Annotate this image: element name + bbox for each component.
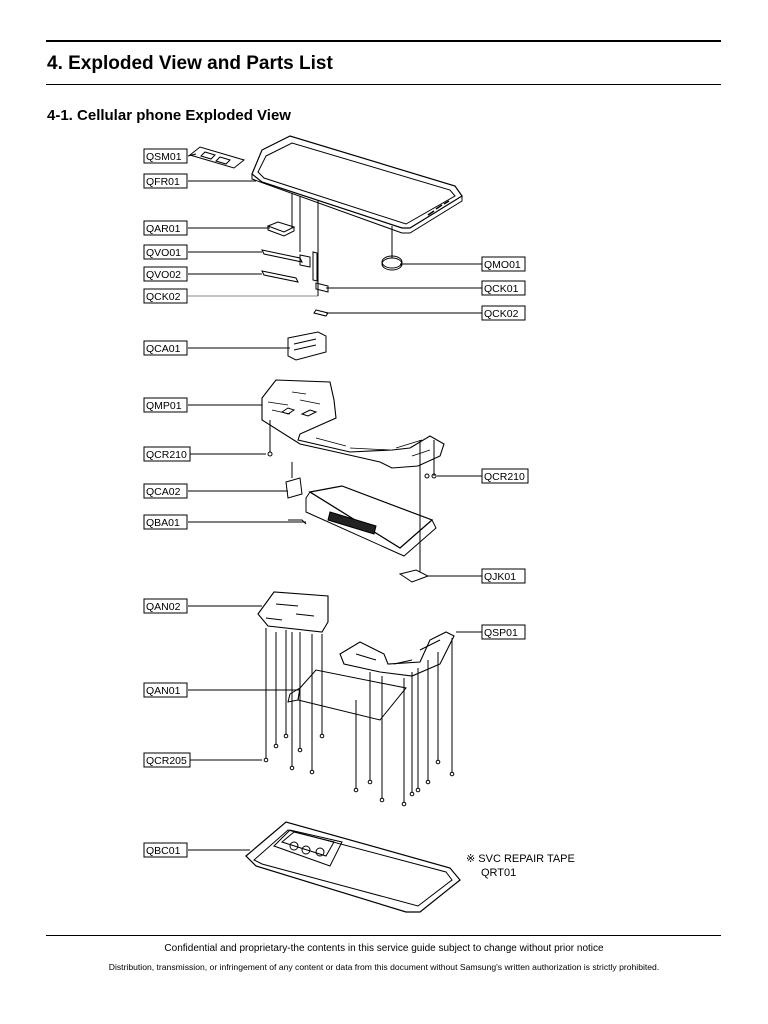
- volume-key-parts: [261, 249, 318, 283]
- callout-qjk01: QJK01: [481, 568, 526, 584]
- callout-qar01: QAR01: [143, 220, 188, 236]
- svg-text:QCA02: QCA02: [146, 486, 181, 498]
- svg-text:QAN01: QAN01: [146, 685, 181, 697]
- callout-qck02-left: QCK02: [143, 288, 188, 304]
- motor-part: [381, 255, 403, 271]
- svg-text:QMO01: QMO01: [484, 259, 521, 271]
- leader-lines-middle: [188, 347, 482, 577]
- svg-text:QCR205: QCR205: [146, 755, 187, 767]
- upper-antenna-module: [257, 591, 329, 633]
- svg-text:QFR01: QFR01: [146, 176, 180, 188]
- footer-confidential-notice: Confidential and proprietary-the content…: [164, 943, 604, 954]
- main-pcb-part: [261, 379, 445, 469]
- callout-qbc01: QBC01: [143, 842, 188, 858]
- callout-qfr01: QFR01: [143, 173, 188, 189]
- callout-labels: QSM01 QFR01 QAR01 QVO01 QVO02 QCK02 QMO0…: [143, 148, 529, 858]
- callout-qsp01: QSP01: [481, 624, 526, 640]
- repair-tape-code: QRT01: [481, 867, 516, 879]
- page-title: 4. Exploded View and Parts List: [47, 53, 333, 74]
- svg-text:QCK01: QCK01: [484, 283, 519, 295]
- svg-text:QJK01: QJK01: [484, 571, 516, 583]
- callout-qcr205: QCR205: [143, 752, 191, 768]
- callout-qca02: QCA02: [143, 483, 188, 499]
- repair-tape-note: ※ SVC REPAIR TAPE: [466, 853, 575, 865]
- callout-qsm01: QSM01: [143, 148, 188, 164]
- callout-qcr210-right: QCR210: [481, 468, 529, 484]
- callout-qca01: QCA01: [143, 340, 188, 356]
- screws-lower: [263, 628, 455, 807]
- receiver-part: [266, 221, 296, 237]
- svg-text:QBA01: QBA01: [146, 517, 180, 529]
- svg-text:QVO01: QVO01: [146, 247, 181, 259]
- callout-qcr210-left: QCR210: [143, 446, 191, 462]
- front-frame-part: [251, 135, 463, 234]
- svg-text:QAR01: QAR01: [146, 223, 181, 235]
- back-cover-part: [188, 821, 461, 913]
- usb-jack-part: [398, 460, 430, 583]
- svg-text:QAN02: QAN02: [146, 601, 181, 613]
- callout-qba01: QBA01: [143, 514, 188, 530]
- svg-text:QVO02: QVO02: [146, 269, 181, 281]
- svg-text:QCR210: QCR210: [146, 449, 187, 461]
- callout-qmo01: QMO01: [481, 256, 526, 272]
- svg-text:QCR210: QCR210: [484, 471, 525, 483]
- svg-text:QBC01: QBC01: [146, 845, 181, 857]
- header-bottom-rule: [46, 84, 721, 85]
- callout-qan02: QAN02: [143, 598, 188, 614]
- leader-lines-top: [187, 153, 482, 314]
- footer-distribution-notice: Distribution, transmission, or infringem…: [108, 962, 660, 972]
- section-title: 4-1. Cellular phone Exploded View: [47, 107, 291, 124]
- svg-text:QSM01: QSM01: [146, 151, 182, 163]
- callout-qan01: QAN01: [143, 682, 188, 698]
- front-camera-part: [285, 462, 303, 499]
- sim-tray-part: [188, 146, 246, 169]
- callout-qck02-right: QCK02: [481, 305, 526, 321]
- footer-rule: [46, 935, 721, 936]
- leader-lines-lower: [188, 605, 482, 761]
- lower-antenna-flex: [287, 669, 407, 721]
- callout-qvo01: QVO01: [143, 244, 188, 260]
- side-key-parts: [313, 282, 329, 317]
- svg-text:QCK02: QCK02: [146, 291, 181, 303]
- callout-qck01: QCK01: [481, 280, 526, 296]
- header-top-rule: [46, 40, 721, 42]
- callout-qmp01: QMP01: [143, 397, 188, 413]
- svg-text:QSP01: QSP01: [484, 627, 518, 639]
- screws-upper: [267, 420, 437, 479]
- svg-text:QCK02: QCK02: [484, 308, 519, 320]
- svg-text:QCA01: QCA01: [146, 343, 181, 355]
- rear-camera-part: [287, 331, 327, 361]
- svg-text:QMP01: QMP01: [146, 400, 182, 412]
- speaker-module: [339, 631, 455, 677]
- callout-qvo02: QVO02: [143, 266, 188, 282]
- battery-part: [288, 485, 437, 557]
